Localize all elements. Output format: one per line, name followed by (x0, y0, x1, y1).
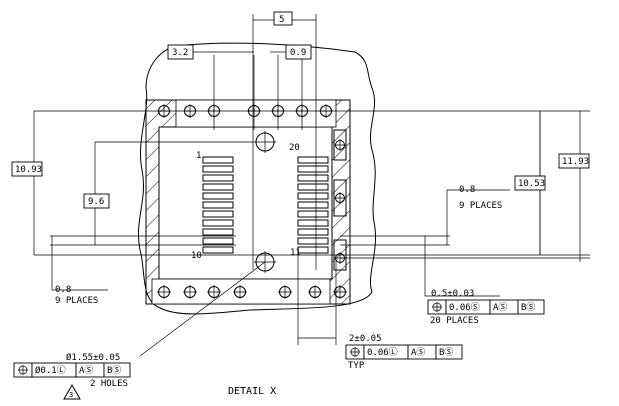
bottom-holes (157, 285, 347, 299)
svg-text:2±0.05: 2±0.05 (349, 334, 382, 344)
dim-0-8-left: 0.8 9 PLACES (51, 236, 108, 306)
pin-pads-left (202, 156, 234, 254)
svg-text:0.9: 0.9 (290, 48, 306, 58)
svg-text:Ø0.1Ⓛ: Ø0.1Ⓛ (35, 365, 66, 376)
svg-text:0.06Ⓛ: 0.06Ⓛ (367, 347, 398, 358)
svg-text:AⓈ: AⓈ (79, 365, 93, 376)
locating-hole-top (254, 131, 276, 153)
dim-3-2: 3.2 (167, 44, 254, 60)
pin-pads-right (297, 156, 329, 254)
svg-text:AⓈ: AⓈ (493, 302, 507, 313)
detail-caption: DETAIL X (228, 386, 276, 397)
dim-10-53: 10.53 (514, 111, 546, 255)
svg-text:TYP: TYP (348, 361, 365, 371)
hole-callout: Ø1.55±0.05 (66, 261, 266, 363)
top-pad-strip (175, 99, 337, 128)
svg-text:9.6: 9.6 (88, 197, 104, 207)
dim-0-8-right: 0.8 9 PLACES (446, 185, 510, 245)
pin-label-11: 11 (290, 248, 301, 258)
note-triangle-icon: 3 (63, 383, 81, 400)
svg-text:2 HOLES: 2 HOLES (90, 379, 128, 389)
svg-text:BⓈ: BⓈ (107, 365, 121, 376)
pin-label-10: 10 (191, 251, 202, 261)
dim-10-93: 10.93 (11, 111, 43, 255)
pin-label-20: 20 (289, 143, 300, 153)
bottom-pad-strip (151, 278, 331, 305)
svg-text:11.93: 11.93 (562, 157, 589, 167)
svg-text:20 PLACES: 20 PLACES (430, 316, 479, 326)
right-holes (334, 139, 346, 264)
svg-text:3.2: 3.2 (172, 48, 188, 58)
svg-text:9 PLACES: 9 PLACES (459, 201, 502, 211)
dim-0-5: 0.5±0.03 (424, 236, 500, 299)
pin-label-1: 1 (196, 151, 201, 161)
svg-text:3: 3 (69, 391, 73, 399)
svg-text:AⓈ: AⓈ (411, 347, 425, 358)
fcf-left: Ø0.1Ⓛ AⓈ BⓈ 2 HOLES (13, 362, 131, 389)
svg-text:0.5±0.03: 0.5±0.03 (431, 289, 474, 299)
dim-9-6: 9.6 (83, 142, 110, 245)
svg-text:10.53: 10.53 (518, 179, 545, 189)
svg-text:Ø1.55±0.05: Ø1.55±0.05 (66, 352, 120, 363)
svg-text:BⓈ: BⓈ (439, 347, 453, 358)
dim-5: 5 (253, 11, 316, 26)
dim-11-93: 11.93 (558, 111, 590, 262)
board-outline (137, 42, 376, 315)
dim-2: 2±0.05 (298, 334, 382, 344)
svg-text:0.8: 0.8 (459, 185, 475, 195)
fcf-mid: 0.06Ⓛ AⓈ BⓈ TYP (345, 344, 463, 371)
svg-text:10.93: 10.93 (15, 165, 42, 175)
svg-text:5: 5 (279, 15, 284, 25)
fcf-right: 0.06Ⓢ AⓈ BⓈ 20 PLACES (427, 299, 545, 326)
dim-0-9: 0.9 (270, 44, 312, 60)
svg-text:9 PLACES: 9 PLACES (55, 296, 98, 306)
inner-cavity (158, 126, 333, 280)
svg-text:0.06Ⓢ: 0.06Ⓢ (449, 302, 480, 313)
svg-text:0.8: 0.8 (55, 285, 71, 295)
svg-text:BⓈ: BⓈ (521, 302, 535, 313)
